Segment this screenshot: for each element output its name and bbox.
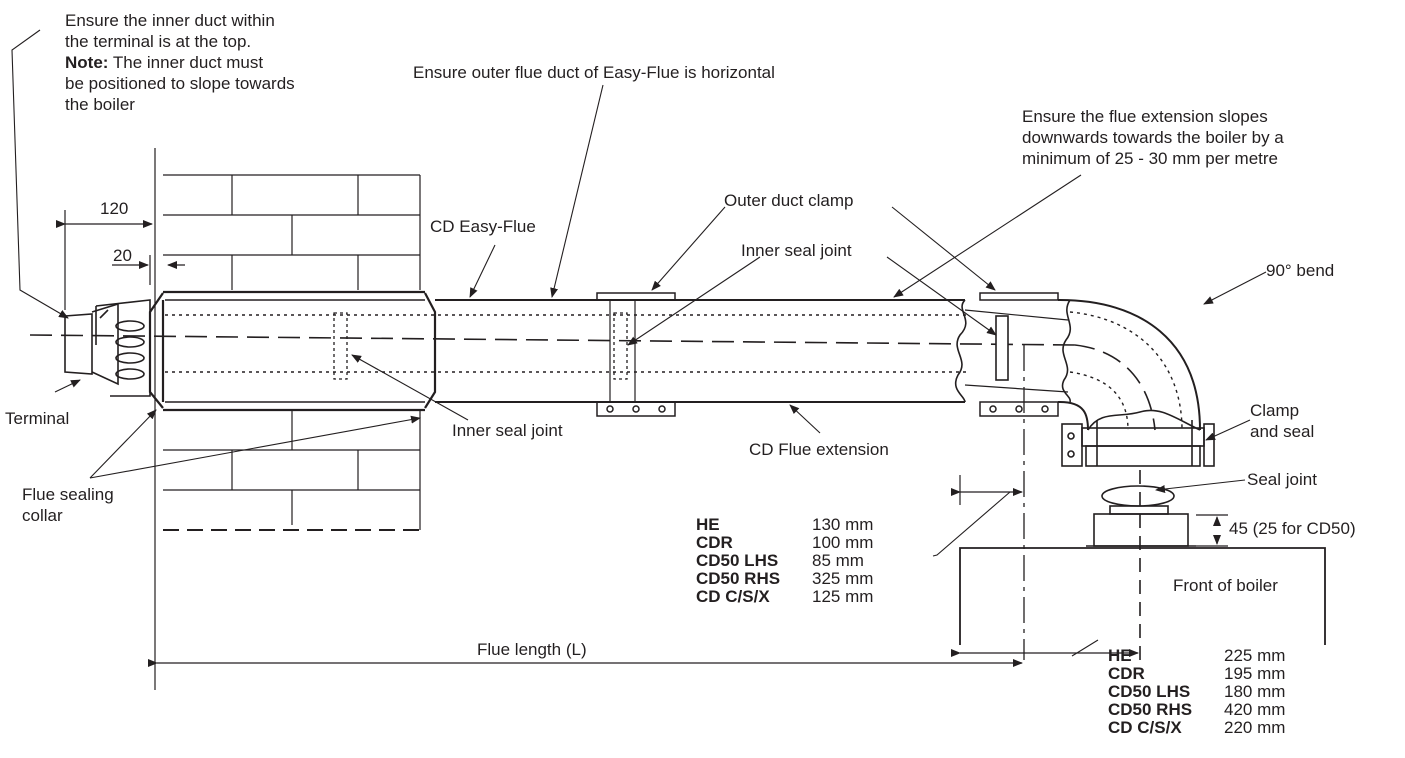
flue-sealing-collar-label: Flue sealing collar [22,485,114,525]
dim-20-label: 20 [113,246,132,265]
dimensions [56,210,1228,667]
bend-90-label: 90° bend [1266,261,1335,280]
inner-seal-joint-top-label: Inner seal joint [741,241,852,260]
outer-duct-clamp-1 [596,292,676,417]
inner-duct-note: Ensure the inner duct within the termina… [65,11,295,114]
seal-joint-label: Seal joint [1247,470,1317,489]
wall [154,148,421,690]
front-of-boiler-label: Front of boiler [1173,576,1278,595]
dim-120-label: 120 [100,199,129,218]
inner-seal-joint-2 [613,312,628,380]
clamp-and-seal-label: Clamp and seal [1250,401,1315,441]
boiler-front [959,547,1326,645]
cutaway-joint [954,299,1072,403]
easy-flue-duct [148,290,437,412]
inner-duct [165,314,970,373]
cd-easy-flue-label: CD Easy-Flue [430,217,536,236]
inner-seal-joint-1 [333,312,348,380]
note-prefix: Note: [65,53,109,72]
bend-clamp [1061,409,1215,467]
slope-note: Ensure the flue extension slopes downwar… [1022,107,1284,168]
terminal [64,299,151,397]
bend-90 [1058,299,1201,431]
leader-lines [11,29,1267,657]
inner-seal-joint-bottom-label: Inner seal joint [452,421,563,440]
dim-45-label: 45 (25 for CD50) [1229,519,1356,538]
cd-flue-extension-label: CD Flue extension [749,440,889,459]
outer-duct-clamp-2 [979,292,1059,417]
outer-duct-clamp-label: Outer duct clamp [724,191,854,210]
outer-horizontal-note: Ensure outer flue duct of Easy-Flue is h… [413,63,775,82]
centre-line [29,334,1076,346]
flue-length-label: Flue length (L) [477,640,587,659]
flue-extension-duct [435,299,965,403]
terminal-label: Terminal [5,409,70,428]
boiler-spigot [1086,485,1196,547]
